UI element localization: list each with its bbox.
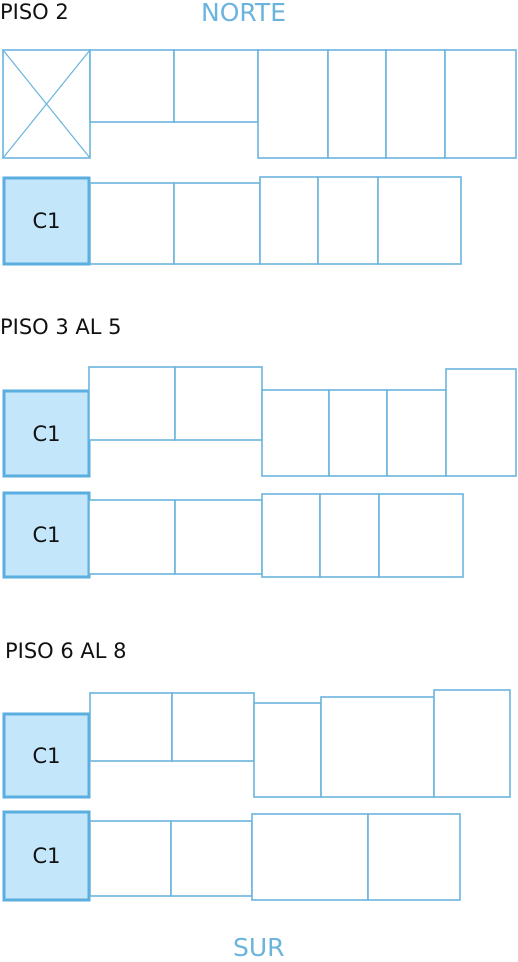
unit-box[interactable] <box>320 696 435 798</box>
unit-box[interactable] <box>378 493 464 578</box>
piso-2-north-row <box>2 49 517 159</box>
south-label: SUR <box>233 933 285 962</box>
unit-c1-box[interactable] <box>2 810 91 902</box>
unit-box[interactable] <box>319 493 380 578</box>
blocked-x-icon-line <box>2 49 91 159</box>
unit-box[interactable] <box>171 692 255 762</box>
unit-box[interactable] <box>385 49 446 159</box>
unit-c1-box[interactable] <box>2 491 91 579</box>
piso-3-5-north-row <box>2 366 517 478</box>
floor-label-piso-3-5: PISO 3 AL 5 <box>0 315 122 339</box>
unit-box[interactable] <box>89 49 175 123</box>
unit-box[interactable] <box>327 49 387 159</box>
unit-box[interactable] <box>377 176 462 265</box>
unit-box[interactable] <box>89 820 172 897</box>
unit-box[interactable] <box>173 182 261 265</box>
unit-box[interactable] <box>259 176 319 265</box>
piso-3-5-south-row <box>2 491 464 579</box>
unit-box[interactable] <box>88 499 176 575</box>
piso-6-8-south-row <box>2 810 461 902</box>
unit-c1-box[interactable] <box>2 176 91 266</box>
unit-box[interactable] <box>253 702 322 798</box>
unit-box[interactable] <box>174 499 263 575</box>
unit-box[interactable] <box>367 813 461 901</box>
unit-box[interactable] <box>444 49 517 159</box>
piso-6-8-north-row <box>2 689 511 799</box>
floor-label-piso-6-8: PISO 6 AL 8 <box>5 639 127 663</box>
unit-box[interactable] <box>89 182 175 265</box>
unit-box[interactable] <box>261 389 330 477</box>
unit-box[interactable] <box>174 366 263 441</box>
unit-box[interactable] <box>88 366 176 441</box>
unit-box[interactable] <box>173 49 259 123</box>
unit-c1-box[interactable] <box>2 389 91 478</box>
unit-box[interactable] <box>170 820 253 897</box>
unit-c1-box[interactable] <box>2 712 91 799</box>
unit-box[interactable] <box>251 813 369 901</box>
piso-2-south-row <box>2 176 462 266</box>
unit-box[interactable] <box>257 49 329 159</box>
unit-box[interactable] <box>433 689 511 798</box>
unit-box[interactable] <box>328 389 388 477</box>
unit-box[interactable] <box>445 368 517 477</box>
north-label: NORTE <box>201 0 286 27</box>
unit-box[interactable] <box>317 176 379 265</box>
unit-box[interactable] <box>261 493 321 578</box>
floor-label-piso-2: PISO 2 <box>0 0 69 24</box>
unit-box[interactable] <box>386 389 447 477</box>
unit-box[interactable] <box>89 692 173 762</box>
